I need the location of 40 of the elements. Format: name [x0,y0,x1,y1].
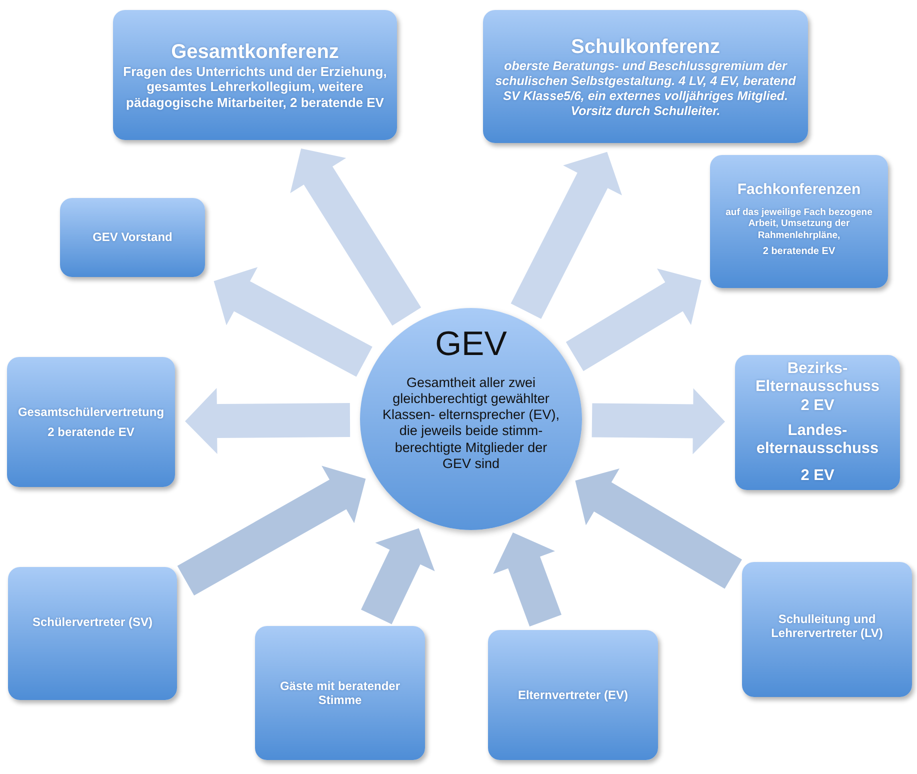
box-text: Schülervertreter (SV) [32,615,153,630]
box-text: Landes- elternausschuss [755,422,880,459]
box-text: GEV Vorstand [92,230,172,245]
box-text: Fragen des Unterrichts und der Erziehung, gesamtes Lehrerkollegium, weitere pädagogische Mitarbeiter, 2 beratende EV [122,64,388,110]
block-arrow [510,152,622,319]
rounded-box [255,626,425,760]
box-text: 2 beratende EV [762,246,836,258]
box-text: 2 beratende EV [48,425,134,440]
box-title: Fachkonferenzen [737,181,861,199]
rounded-box [483,10,808,143]
rounded-box [488,630,658,760]
block-arrow [290,148,422,326]
rounded-box [113,10,397,140]
rounded-box [710,155,888,288]
box-title: Schulkonferenz [571,34,720,58]
rounded-box [7,357,175,487]
box-text: 2 EV [800,396,834,416]
block-arrow [493,532,562,626]
rounded-box [742,562,912,697]
box-title: Gesamtkonferenz [171,40,339,64]
block-arrow [575,468,742,589]
box-title: Bezirks- Elternausschuss [754,360,881,397]
box-text: Schulleitung und Lehrervertreter (LV) [770,612,884,641]
block-arrow [177,466,366,596]
box-title: Gesamtschülervertretung [18,404,164,419]
box-text: Gäste mit beratender Stimme [278,678,402,708]
box-text: oberste Beratungs- und Beschlussgremium der schulischen Selbstgestaltung. 4 LV, 4 EV, beratend SV Klasse5/6, ein externes volljähriges Mitglied. Vorsitz durch Schulleiter. [494,58,797,118]
rounded-box [60,198,205,277]
rounded-box [8,567,177,700]
block-arrow [566,268,702,372]
block-arrow [214,267,372,377]
box-title: GEV [435,324,507,365]
box-text: 2 EV [800,466,834,486]
rounded-box [735,355,900,490]
box-text: Gesamtheit aller zwei gleichberechtigt gewählter Klassen- elternsprecher (EV), die jeweils beide stimm- berechtigte Mitglieder der GEV sind [382,374,560,472]
block-arrow [592,388,725,454]
box-text: auf das jeweilige Fach bezogene Arbeit, Umsetzung der Rahmenlehrpläne, [724,207,874,242]
box-text: Elternvertreter (EV) [518,688,628,702]
block-arrow [185,388,350,454]
block-arrow [361,528,435,624]
